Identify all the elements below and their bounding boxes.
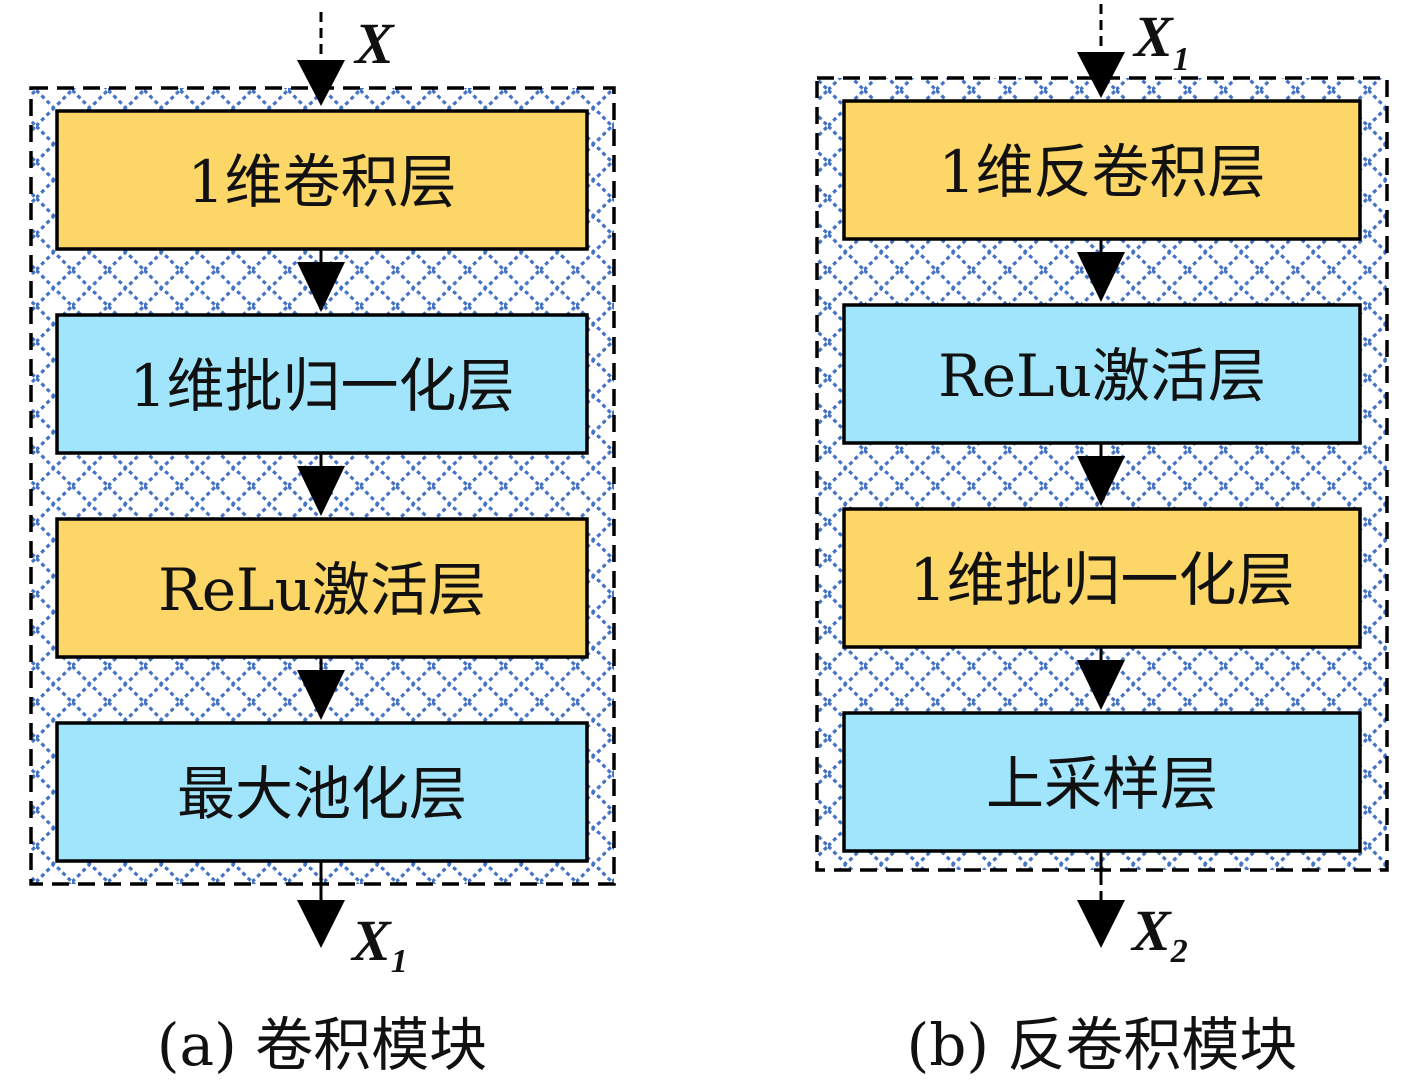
module-b: X1 1维反卷积层 ReLu激活层 1维批归一化层 上采样层 X2 (b) 反卷… (815, 4, 1389, 1079)
module-b-layer-2 (842, 303, 1362, 445)
module-b-layer-1 (842, 99, 1362, 241)
module-a-layer-4-label: 最大池化层 (177, 760, 467, 828)
module-b-arrow-2 (1077, 456, 1125, 506)
module-a-layer-1 (55, 109, 589, 251)
module-a-input-label: X (353, 11, 395, 76)
module-a-layer-3-label: ReLu激活层 (158, 556, 486, 624)
module-b-caption: (b) 反卷积模块 (907, 1011, 1298, 1079)
module-b-layer-1-label: 1维反卷积层 (939, 138, 1266, 206)
module-b-output-label: X2 (1130, 898, 1188, 970)
module-a-output-arrow (297, 900, 345, 948)
module-a-caption: (a) 卷积模块 (157, 1011, 487, 1079)
module-a: X 1维卷积层 1维批归一化层 ReLu激活层 最大池化层 X1 (a) 卷积模… (29, 11, 616, 1079)
module-a-output-label: X1 (350, 908, 408, 980)
module-b-input-label: X1 (1132, 4, 1190, 78)
module-b-layer-4-label: 上采样层 (986, 750, 1218, 818)
module-b-input-arrow (1077, 52, 1125, 98)
module-a-arrow-2 (297, 466, 345, 516)
module-b-layer-3-label: 1维批归一化层 (910, 546, 1295, 614)
module-b-layer-3 (842, 507, 1362, 649)
module-a-layer-3 (55, 517, 589, 659)
module-b-arrow-1 (1077, 252, 1125, 302)
module-b-layer-2-label: ReLu激活层 (938, 342, 1266, 410)
module-a-layer-2-label: 1维批归一化层 (130, 352, 515, 420)
module-b-layer-4 (842, 711, 1362, 853)
module-a-input-arrow (297, 60, 345, 106)
module-a-arrow-3 (297, 670, 345, 720)
module-a-layer-2 (55, 313, 589, 455)
module-a-layer-1-label: 1维卷积层 (188, 148, 457, 216)
module-b-output-arrow (1077, 900, 1125, 948)
module-a-arrow-1 (297, 262, 345, 312)
module-b-arrow-3 (1077, 660, 1125, 710)
